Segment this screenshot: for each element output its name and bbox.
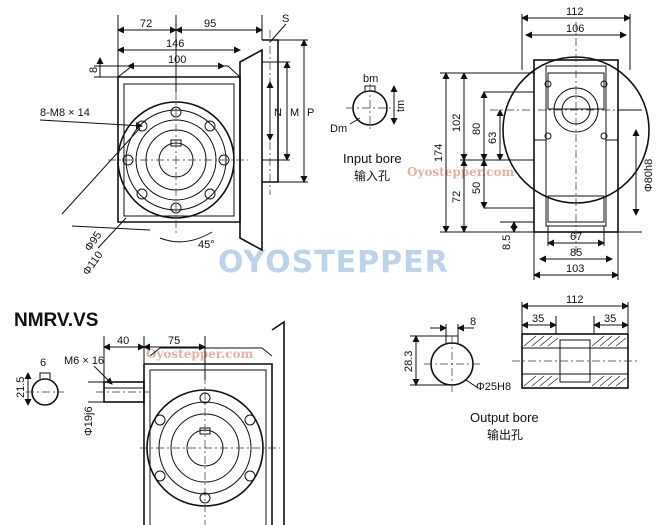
dim-85: 85 <box>570 247 582 259</box>
dim-103: 103 <box>566 263 584 275</box>
dim-phi19: Φ19j6 <box>83 406 95 436</box>
input-bore-title-cn: 输入孔 <box>354 168 390 183</box>
front-view: 72 95 146 100 8 8-M8 × 14 Φ95 Φ110 45° S… <box>39 13 314 278</box>
dim-m6: M6 × 16 <box>64 355 104 367</box>
output-dim-35a: 35 <box>532 313 544 325</box>
output-bore-title: Output bore <box>470 410 539 425</box>
watermark-url: Oyostepper.com <box>407 165 514 179</box>
output-bore: 8 28.3 Φ25H8 Output bore 输出孔 112 35 35 <box>403 294 640 442</box>
dim-50: 50 <box>471 182 483 194</box>
input-bm: bm <box>363 73 378 85</box>
model-name: NMRV.VS <box>14 310 98 331</box>
dim-8: 8 <box>88 67 100 73</box>
dim-63: 63 <box>487 132 499 144</box>
dim-72-side: 72 <box>451 191 463 203</box>
bolt-label: 8-M8 × 14 <box>40 107 90 119</box>
dim-112: 112 <box>566 6 584 18</box>
dim-75: 75 <box>168 335 180 347</box>
dim-72: 72 <box>140 18 152 30</box>
dim-phi80: Φ80h8 <box>643 159 655 192</box>
dim-67: 67 <box>570 231 582 243</box>
input-tm: tm <box>395 100 407 112</box>
input-Dm: Dm <box>330 123 347 135</box>
dim-21-5: 21.5 <box>15 377 27 398</box>
input-bore: bm tm Dm Input bore 输入孔 <box>330 73 407 183</box>
output-phi25: Φ25H8 <box>476 381 511 393</box>
dim-174: 174 <box>433 144 445 162</box>
dim-6: 6 <box>40 357 46 369</box>
dim-146: 146 <box>166 38 184 50</box>
output-bore-title-cn: 输出孔 <box>487 427 523 442</box>
dim-P: P <box>307 107 314 119</box>
dim-S: S <box>282 13 289 25</box>
dim-100: 100 <box>168 54 186 66</box>
watermark-brand: OYOSTEPPER <box>218 245 449 280</box>
dim-95: 95 <box>204 18 216 30</box>
dim-phi110: Φ110 <box>81 249 106 277</box>
output-dim-28-3: 28.3 <box>403 351 415 372</box>
output-dim-112: 112 <box>566 294 584 306</box>
vs-view: 40 75 M6 × 16 Φ19j6 6 21.5 <box>15 320 285 525</box>
dim-40: 40 <box>117 335 129 347</box>
dim-phi95: Φ95 <box>83 230 105 254</box>
dim-80: 80 <box>471 123 483 135</box>
watermark-url-2: Oyostepper.com <box>146 347 253 361</box>
input-bore-title: Input bore <box>343 151 402 166</box>
output-dim-8: 8 <box>470 316 476 328</box>
dim-M: M <box>290 107 299 119</box>
dim-102: 102 <box>451 114 463 132</box>
dim-106: 106 <box>566 23 584 35</box>
side-view: 112 106 174 102 72 80 63 50 8.5 67 85 10… <box>433 6 655 280</box>
output-dim-35b: 35 <box>604 313 616 325</box>
dim-8-5: 8.5 <box>501 235 513 250</box>
dim-N: N <box>274 107 282 119</box>
dim-angle: 45° <box>198 239 215 251</box>
